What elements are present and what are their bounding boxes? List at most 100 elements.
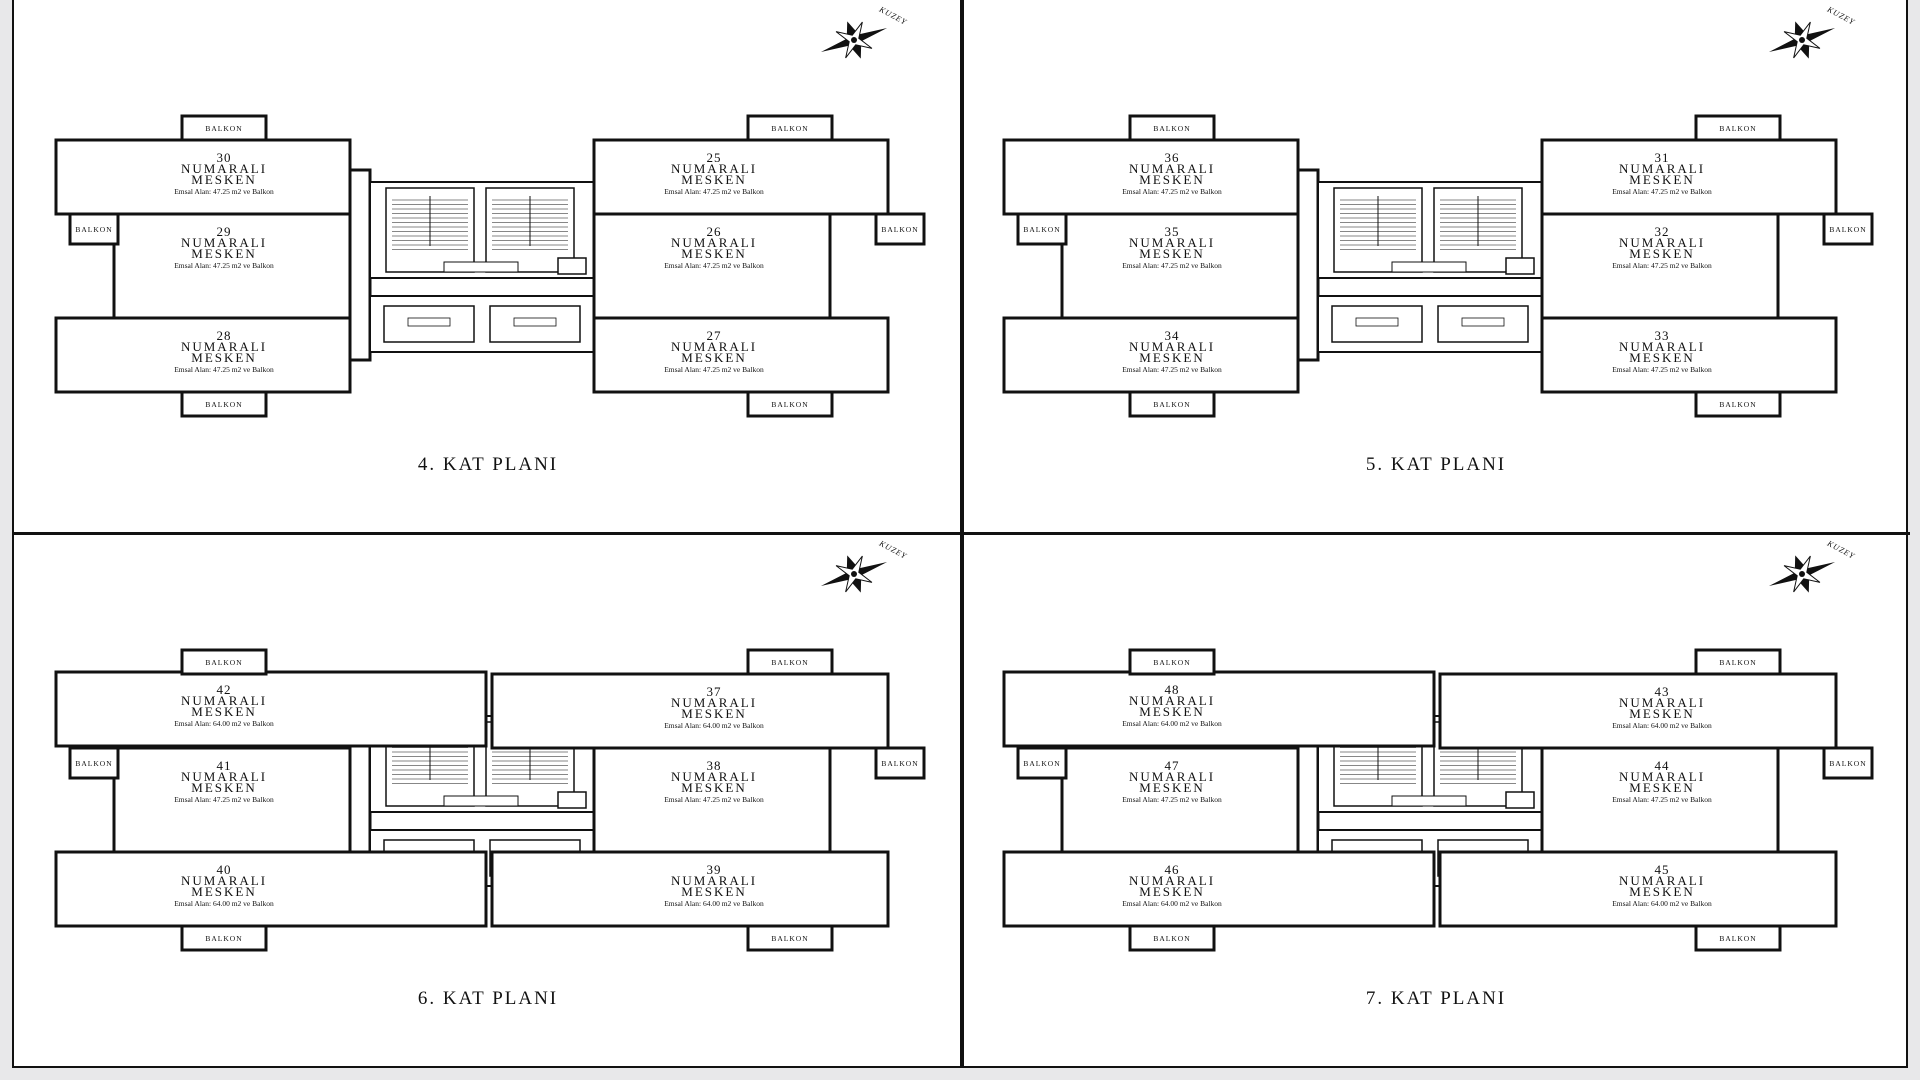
unit-number: 36 [1165, 150, 1180, 165]
compass-rose-icon [820, 21, 888, 59]
corridor-box [1391, 795, 1467, 807]
unit-area: Emsal Alan: 64.00 m2 ve Balkon [1122, 719, 1222, 728]
unit-outline [54, 670, 488, 748]
unit-label-mesken: MESKEN [1139, 172, 1204, 187]
unit-label-mesken: MESKEN [191, 704, 256, 719]
unit-area: Emsal Alan: 47.25 m2 ve Balkon [174, 187, 274, 196]
unit-label-numarali: NUMARALI [181, 873, 267, 888]
balcony [746, 924, 834, 952]
floor-plan-title: 7. KAT PLANI [1365, 988, 1507, 1009]
balcony [874, 746, 926, 780]
unit-label-numarali: NUMARALI [1129, 161, 1215, 176]
unit-label-mesken: MESKEN [681, 780, 746, 795]
balcony [180, 390, 268, 418]
balcony-label: BALKON [1023, 225, 1060, 234]
unit-area: Emsal Alan: 47.25 m2 ve Balkon [1612, 261, 1712, 270]
shaft [557, 257, 587, 275]
unit-outline [1002, 138, 1300, 216]
balcony-label: BALKON [1719, 658, 1756, 667]
unit-label-numarali: NUMARALI [181, 769, 267, 784]
floor-plan-title: 4. KAT PLANI [417, 454, 559, 475]
unit-label-numarali: NUMARALI [1129, 693, 1215, 708]
unit-outline [1002, 850, 1436, 928]
balcony [1694, 114, 1782, 142]
balcony-label: BALKON [1023, 759, 1060, 768]
unit-label-numarali: NUMARALI [181, 161, 267, 176]
unit-number: 30 [217, 150, 232, 165]
unit-label-mesken: MESKEN [681, 706, 746, 721]
corridor-box [443, 261, 519, 273]
unit-label-mesken: MESKEN [1629, 780, 1694, 795]
unit-number: 39 [707, 862, 722, 877]
unit-label-numarali: NUMARALI [181, 339, 267, 354]
elevator-door [513, 317, 557, 327]
unit-label-mesken: MESKEN [1629, 350, 1694, 365]
balcony [180, 924, 268, 952]
unit-area: Emsal Alan: 47.25 m2 ve Balkon [1612, 187, 1712, 196]
unit-outline [54, 850, 488, 928]
unit-outline [490, 672, 890, 750]
unit-area: Emsal Alan: 64.00 m2 ve Balkon [664, 899, 764, 908]
unit-label-numarali: NUMARALI [671, 235, 757, 250]
unit-label-mesken: MESKEN [681, 350, 746, 365]
unit-outline [592, 316, 890, 394]
balcony [1016, 212, 1068, 246]
north-label: KUZEY [877, 538, 909, 561]
balcony-label: BALKON [1153, 934, 1190, 943]
corridor-box [443, 795, 519, 807]
unit-label-mesken: MESKEN [1139, 780, 1204, 795]
sheet-divider-horizontal [14, 532, 1910, 535]
unit-label-mesken: MESKEN [1139, 246, 1204, 261]
unit-outline [1002, 316, 1300, 394]
unit-outline [1060, 212, 1300, 320]
unit-number: 33 [1655, 328, 1670, 343]
balcony-label: BALKON [205, 658, 242, 667]
unit-label-mesken: MESKEN [1629, 246, 1694, 261]
unit-number: 45 [1655, 862, 1670, 877]
unit-area: Emsal Alan: 47.25 m2 ve Balkon [1122, 795, 1222, 804]
unit-label-mesken: MESKEN [191, 350, 256, 365]
balcony-label: BALKON [205, 934, 242, 943]
balcony-label: BALKON [1153, 400, 1190, 409]
north-label: KUZEY [1825, 538, 1857, 561]
unit-area: Emsal Alan: 47.25 m2 ve Balkon [174, 261, 274, 270]
balcony-label: BALKON [205, 400, 242, 409]
unit-label-numarali: NUMARALI [1129, 235, 1215, 250]
unit-label-mesken: MESKEN [681, 246, 746, 261]
balcony-label: BALKON [771, 124, 808, 133]
unit-area: Emsal Alan: 47.25 m2 ve Balkon [1122, 261, 1222, 270]
balcony [1822, 746, 1874, 780]
unit-area: Emsal Alan: 47.25 m2 ve Balkon [1612, 795, 1712, 804]
balcony-label: BALKON [1829, 759, 1866, 768]
unit-label-numarali: NUMARALI [1619, 695, 1705, 710]
elevator-door [1461, 317, 1505, 327]
unit-area: Emsal Alan: 47.25 m2 ve Balkon [1612, 365, 1712, 374]
balcony [746, 648, 834, 676]
unit-label-mesken: MESKEN [191, 172, 256, 187]
unit-number: 32 [1655, 224, 1670, 239]
unit-label-mesken: MESKEN [681, 884, 746, 899]
unit-number: 35 [1165, 224, 1180, 239]
compass-rose-icon [820, 555, 888, 593]
balcony [1128, 390, 1216, 418]
balcony [68, 746, 120, 780]
balcony-label: BALKON [881, 225, 918, 234]
unit-number: 37 [707, 684, 722, 699]
balcony-label: BALKON [75, 759, 112, 768]
unit-label-mesken: MESKEN [1629, 172, 1694, 187]
unit-area: Emsal Alan: 47.25 m2 ve Balkon [1122, 187, 1222, 196]
balcony-label: BALKON [1153, 658, 1190, 667]
unit-label-numarali: NUMARALI [1129, 873, 1215, 888]
unit-number: 28 [217, 328, 232, 343]
unit-area: Emsal Alan: 64.00 m2 ve Balkon [174, 899, 274, 908]
unit-outline [1060, 746, 1300, 854]
elevator-door [407, 317, 451, 327]
balcony [746, 114, 834, 142]
unit-outline [112, 212, 352, 320]
unit-label-numarali: NUMARALI [1619, 873, 1705, 888]
unit-label-mesken: MESKEN [191, 780, 256, 795]
unit-label-mesken: MESKEN [1139, 704, 1204, 719]
unit-label-numarali: NUMARALI [181, 235, 267, 250]
